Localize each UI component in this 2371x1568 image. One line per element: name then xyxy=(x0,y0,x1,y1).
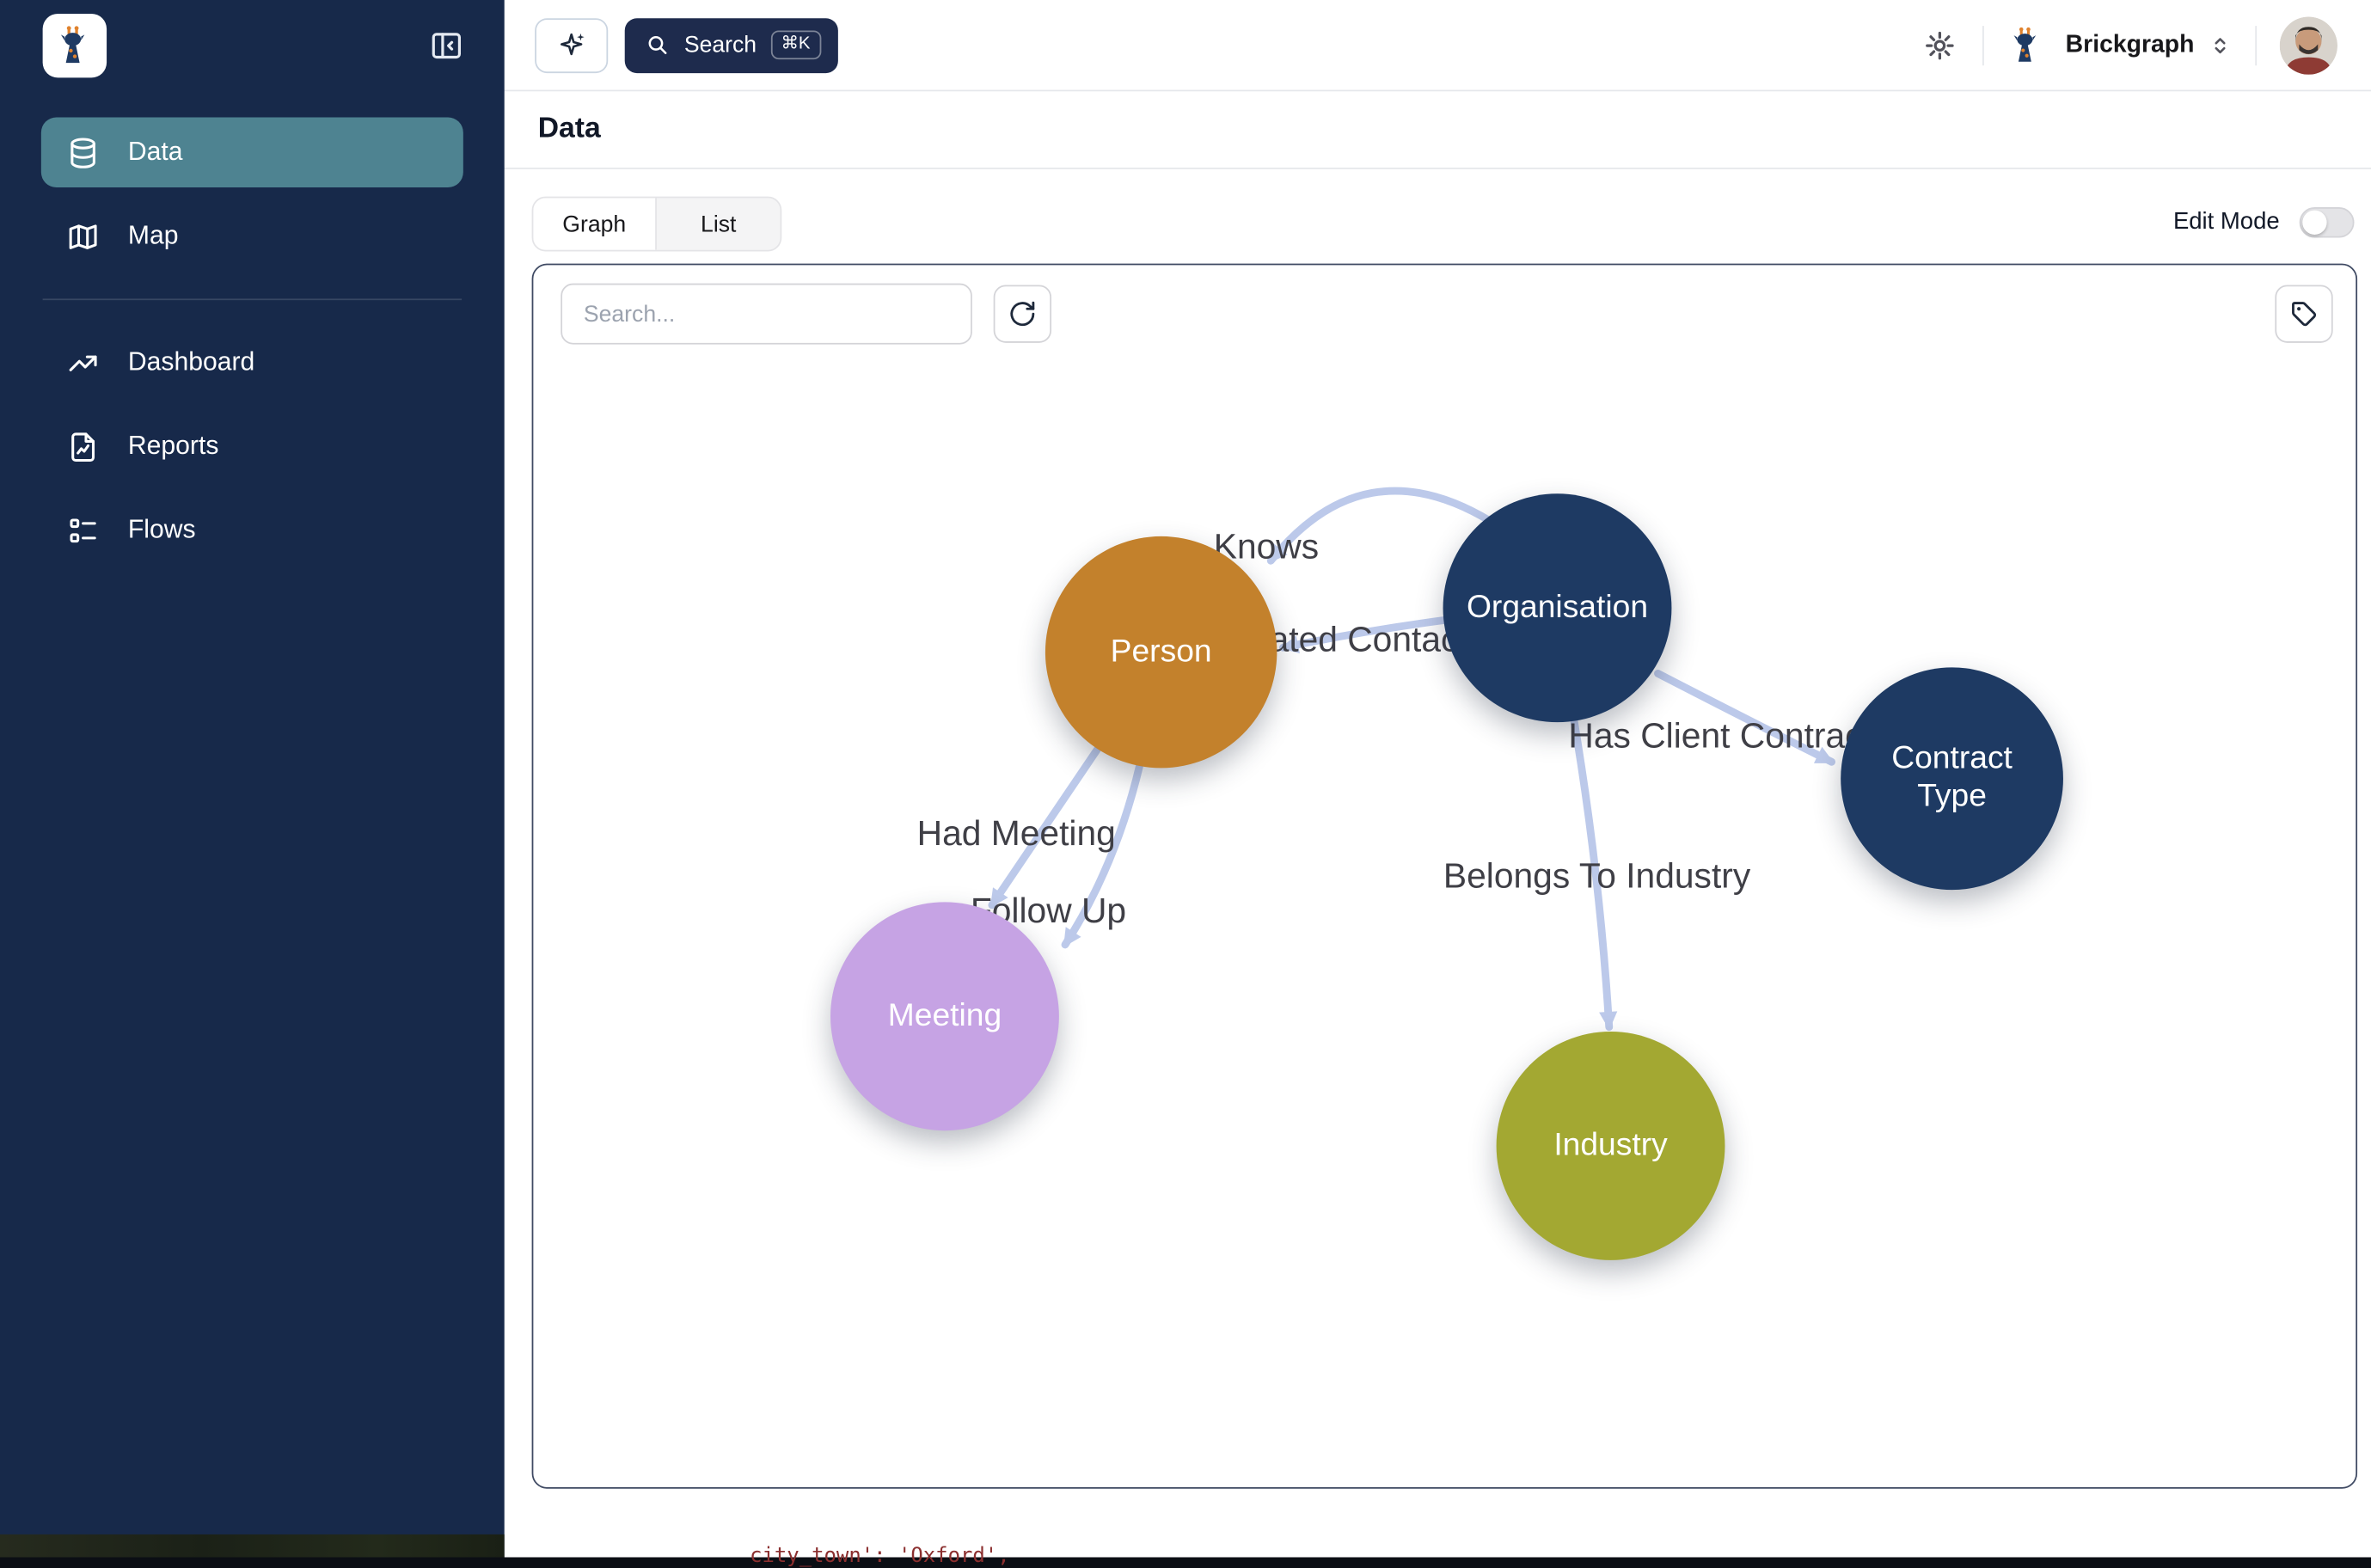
graph-search-input[interactable] xyxy=(561,284,972,345)
workspace-name: Brickgraph xyxy=(2066,31,2195,58)
ai-assistant-button[interactable] xyxy=(535,17,608,72)
edit-mode-toggle[interactable] xyxy=(2300,207,2355,237)
giraffe-logo-icon xyxy=(2005,23,2048,66)
user-photo xyxy=(2280,16,2337,74)
edge-label-had-meeting: Had Meeting xyxy=(917,813,1116,854)
workflow-list-icon xyxy=(65,512,101,548)
map-icon xyxy=(65,218,101,254)
graph-node-organisation[interactable]: Organisation xyxy=(1443,493,1672,722)
node-detail-code-snippet: city_town': 'Oxford', xyxy=(750,1544,1010,1568)
giraffe-logo-icon xyxy=(52,23,97,69)
graph-node-person[interactable]: Person xyxy=(1045,536,1277,768)
database-icon xyxy=(65,135,101,170)
sparkles-icon xyxy=(554,28,588,62)
node-label: Organisation xyxy=(1467,589,1648,627)
sidebar-item-label: Data xyxy=(128,138,183,168)
sidebar-item-label: Map xyxy=(128,221,179,251)
workspace-logo xyxy=(2003,22,2049,68)
refresh-icon xyxy=(1008,298,1038,328)
app-logo[interactable] xyxy=(43,14,107,77)
sidebar-item-data[interactable]: Data xyxy=(41,117,463,187)
graph-node-contract-type[interactable]: Contract Type xyxy=(1841,667,2063,890)
tab-list[interactable]: List xyxy=(657,198,781,249)
sidebar-collapse-button[interactable] xyxy=(426,24,469,67)
search-button-label: Search xyxy=(684,32,757,58)
desktop-background-edge xyxy=(0,1534,505,1558)
toggle-knob xyxy=(2302,211,2326,235)
node-label: Industry xyxy=(1553,1127,1667,1165)
chevron-up-down-icon xyxy=(2208,28,2235,62)
topbar-divider xyxy=(2255,25,2257,64)
edit-mode-control: Edit Mode xyxy=(2173,207,2355,237)
tab-graph[interactable]: Graph xyxy=(533,198,657,249)
tags-button[interactable] xyxy=(2275,285,2332,342)
graph-layer: KnowsRelated ContactHas Client ContractH… xyxy=(533,265,2356,1487)
node-label: Contract Type xyxy=(1872,741,2033,817)
graph-node-meeting[interactable]: Meeting xyxy=(830,902,1059,1130)
node-label: Person xyxy=(1111,634,1212,671)
sidebar-divider xyxy=(43,298,462,300)
panel-collapse-icon xyxy=(428,28,465,64)
sidebar-item-label: Flows xyxy=(128,515,196,545)
sidebar-item-flows[interactable]: Flows xyxy=(41,495,463,566)
main-area: Search ⌘K xyxy=(505,0,2371,1558)
sidebar-item-label: Dashboard xyxy=(128,347,254,377)
sidebar-nav: Data Map xyxy=(0,91,505,565)
sidebar: Data Map xyxy=(0,0,505,1558)
sidebar-item-dashboard[interactable]: Dashboard xyxy=(41,328,463,398)
gear-icon xyxy=(1922,28,1956,62)
view-tabs: Graph List xyxy=(532,197,782,252)
settings-button[interactable] xyxy=(1916,22,1962,68)
sidebar-header xyxy=(0,0,505,91)
document-chart-icon xyxy=(65,429,101,464)
node-label: Meeting xyxy=(888,997,1002,1035)
refresh-graph-button[interactable] xyxy=(994,285,1051,342)
topbar-divider xyxy=(1982,25,1983,64)
edit-mode-label: Edit Mode xyxy=(2173,209,2280,236)
edge-label-has-client-contract: Has Client Contract xyxy=(1568,715,1872,756)
topbar: Search ⌘K xyxy=(505,0,2371,91)
global-search-button[interactable]: Search ⌘K xyxy=(625,17,838,72)
sidebar-item-reports[interactable]: Reports xyxy=(41,412,463,482)
search-icon xyxy=(645,32,671,58)
graph-node-industry[interactable]: Industry xyxy=(1497,1032,1725,1260)
trending-up-icon xyxy=(65,345,101,380)
tag-icon xyxy=(2288,298,2319,328)
user-avatar[interactable] xyxy=(2280,16,2337,74)
page-title: Data xyxy=(538,113,601,146)
edge-label-belongs-to-industry: Belongs To Industry xyxy=(1443,855,1750,897)
sidebar-item-label: Reports xyxy=(128,432,219,462)
page-header: Data xyxy=(505,91,2371,168)
workspace-selector[interactable]: Brickgraph xyxy=(2003,22,2235,68)
graph-canvas: KnowsRelated ContactHas Client ContractH… xyxy=(532,264,2357,1489)
search-shortcut-badge: ⌘K xyxy=(770,31,821,59)
sidebar-item-map[interactable]: Map xyxy=(41,201,463,272)
